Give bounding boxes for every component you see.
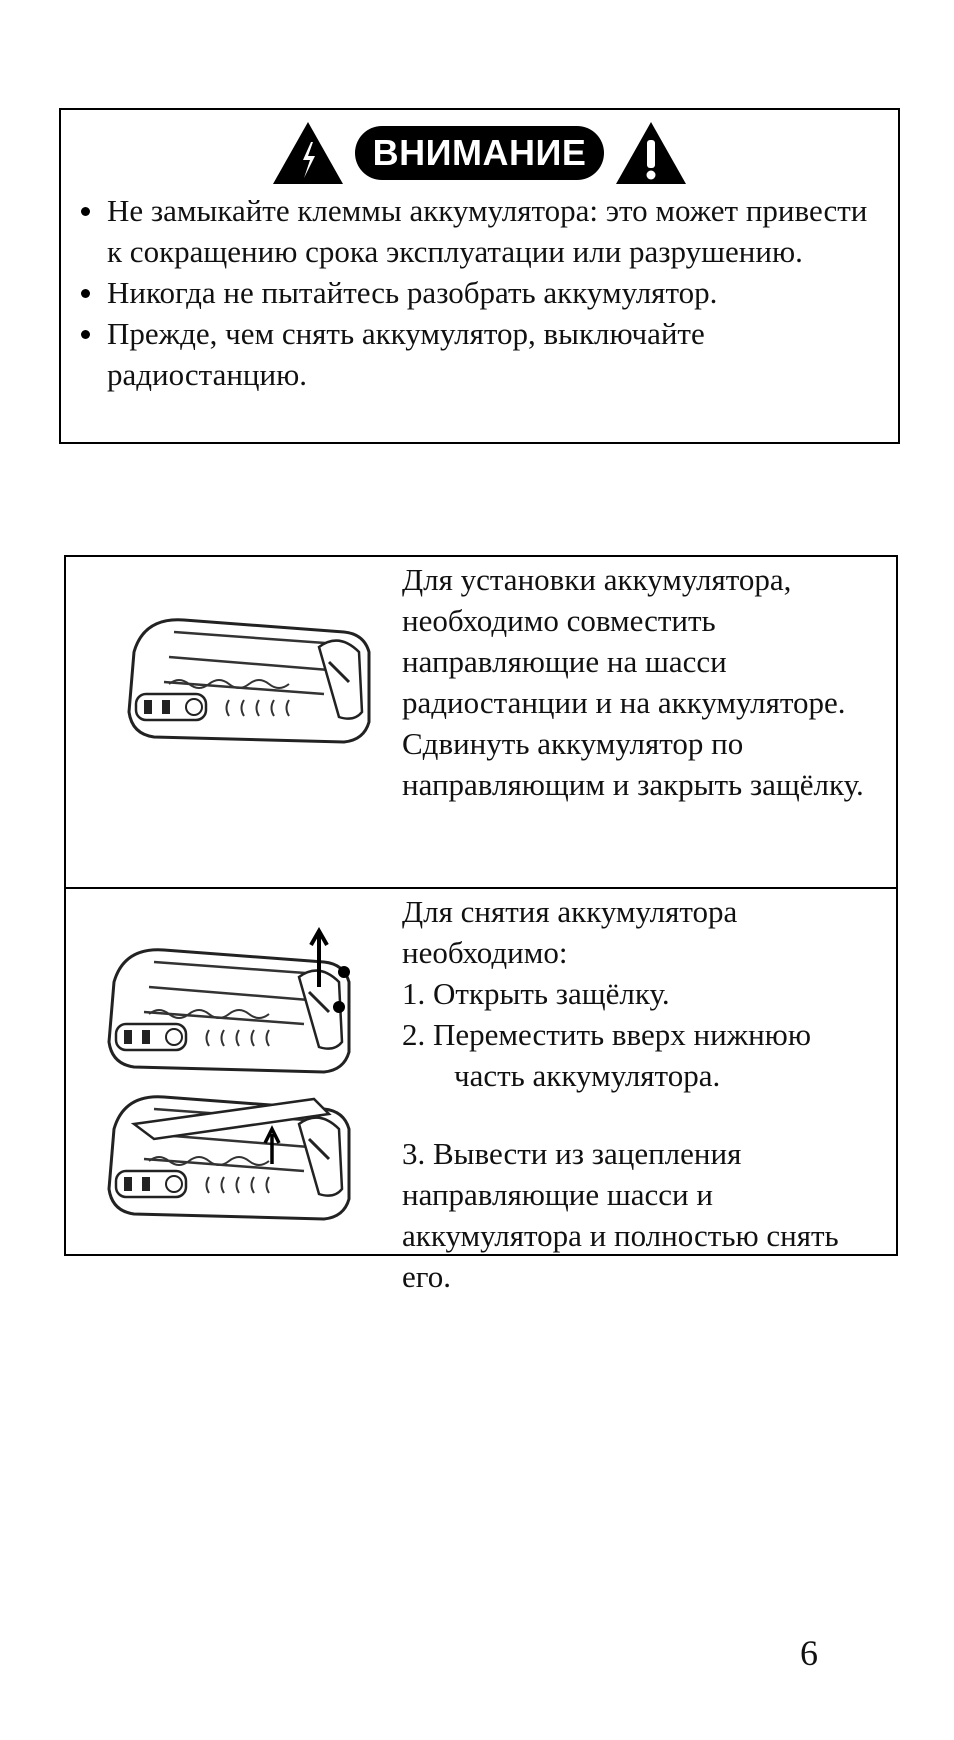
warning-item: Прежде, чем снять аккумулятор, выключайт… <box>75 313 868 395</box>
warning-item: Никогда не пытайтесь разобрать аккумулят… <box>75 272 868 313</box>
warning-item: Не замыкайте клеммы аккумулятора: это мо… <box>75 190 868 272</box>
instructions-table: Для установки аккумулятора, необходимо с… <box>64 555 898 1294</box>
page-number: 6 <box>800 1633 818 1673</box>
remove-row: Для снятия аккумулятора необходимо: 1. О… <box>66 889 896 1294</box>
battery-install-illustration <box>127 618 371 744</box>
warning-list: Не замыкайте клеммы аккумулятора: это мо… <box>75 190 868 395</box>
electric-hazard-icon <box>272 122 343 184</box>
warning-box: ВНИМАНИЕ Не замыкайте клеммы аккумулятор… <box>59 108 900 444</box>
battery-unlatch-illustration <box>107 927 351 1074</box>
remove-step-2-cont: часть аккумулятора. <box>454 1058 721 1093</box>
warning-title: ВНИМАНИЕ <box>354 126 605 180</box>
install-row: Для установки аккумулятора, необходимо с… <box>66 557 896 889</box>
remove-text: Для снятия аккумулятора необходимо: 1. О… <box>402 891 888 1297</box>
remove-step-2: 2. Переместить вверх нижнюю <box>402 1017 811 1052</box>
remove-step-3: 3. Вывести из зацепления направляющие ша… <box>402 1136 839 1294</box>
install-text: Для установки аккумулятора, необходимо с… <box>402 562 864 802</box>
remove-step-1: 1. Открыть защёлку. <box>402 976 670 1011</box>
exclamation-warning-icon <box>616 122 687 184</box>
remove-intro: Для снятия аккумулятора необходимо: <box>402 894 738 970</box>
battery-removal-illustration <box>107 1095 351 1221</box>
warning-header: ВНИМАНИЕ <box>61 118 898 188</box>
